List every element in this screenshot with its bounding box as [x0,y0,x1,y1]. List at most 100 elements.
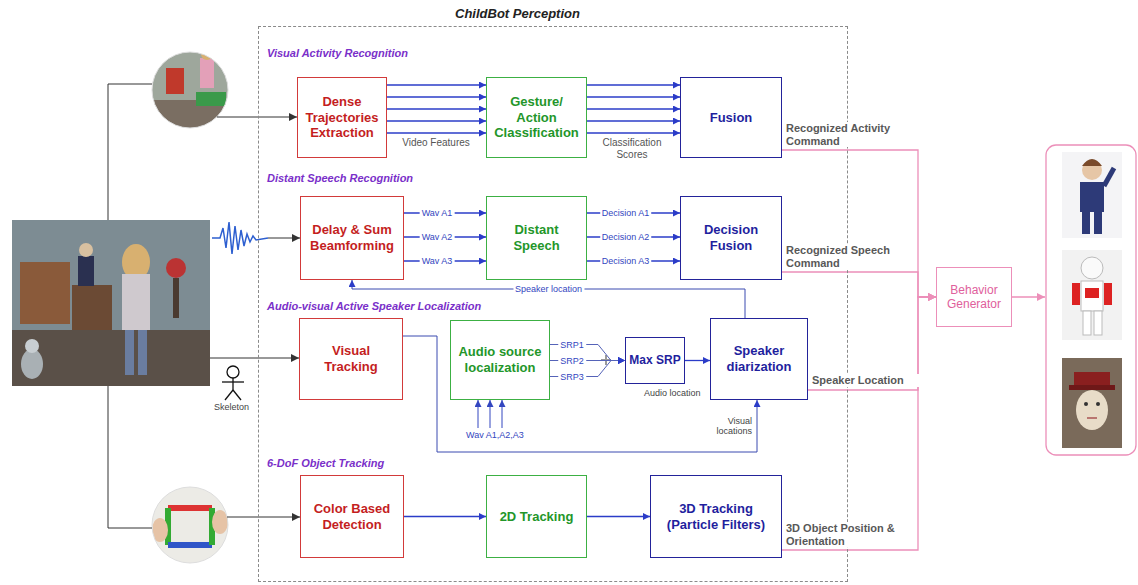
scene-photo [138,330,147,375]
scene-photo [79,243,93,257]
scene-photo [12,220,210,386]
robot-picture [1104,283,1112,305]
microphone-inputs [490,400,491,428]
activity-photo [150,48,230,130]
robot-picture [1082,212,1090,234]
connector-label: Speaker Location [812,374,937,387]
box-label: Max SRP [629,353,680,367]
robot-picture [1062,152,1122,238]
process-box: Visual Tracking [299,318,403,400]
connector-label: Recognized Activity Command [786,122,911,147]
robot-picture [1074,372,1110,387]
connector-label: SRP3 [558,371,586,382]
robot-picture [1094,311,1102,335]
connector-label: 3D Object Position & Orientation [786,522,911,547]
robot-picture [1062,358,1122,448]
section-heading: Audio-visual Active Speaker Localization [267,300,481,313]
connector-label: Wav A3 [420,256,455,267]
process-box: Max SRP [625,337,685,384]
microphone-inputs [478,400,479,428]
scene-photo [122,274,150,330]
connector-arrow [782,150,936,297]
connector-arrow [587,120,680,121]
object-photo [150,485,230,565]
connector-label: Decision A2 [600,232,652,243]
connector-arrow [587,108,680,109]
connector-arrow [352,280,745,318]
connector-arrow [387,84,486,85]
annotation: Classification Scores [593,137,671,160]
connector-label: SRP1 [558,339,586,350]
robot-picture [1104,168,1114,186]
robot-picture [1076,390,1108,430]
photo-border [152,487,228,563]
connector-arrow [387,120,486,121]
robot-picture [1094,212,1102,234]
box-label: Gesture/ Action Classification [491,94,582,141]
connector-label: Decision A1 [600,208,652,219]
robot-picture [1080,182,1104,212]
box-label: Delay & Sum Beamforming [305,222,399,253]
scene-photo [12,220,210,386]
box-label: Color Based Detection [305,501,399,532]
connector-arrow [587,96,680,97]
annotation: Audio location [644,388,701,398]
connector-arrow [387,132,486,133]
input-lines [268,238,300,239]
process-box: 2D Tracking [486,475,587,558]
robot-picture [1072,283,1080,305]
skeleton-icon [233,390,241,400]
scene-photo [20,262,70,324]
input-lines [210,358,299,359]
box-label: Dense Trajectories Extraction [302,94,382,141]
annotation: Wav A1,A2,A3 [466,430,524,440]
scene-photo [72,285,112,330]
photo-border [152,52,228,128]
process-box: Audio source localization [450,320,550,400]
process-box: Distant Speech [486,196,587,280]
scene-photo [173,278,179,318]
connector-arrow [387,108,486,109]
section-heading: 6-DoF Object Tracking [267,457,384,470]
section-heading: Visual Activity Recognition [267,47,408,60]
connector-arrow [387,96,486,97]
box-label: Behavior Generator [941,283,1007,312]
activity-photo [166,68,184,94]
activity-photo [196,92,226,106]
scene-photo [12,330,210,386]
robot-picture [1062,250,1122,340]
robot-picture [1069,385,1115,390]
activity-photo [150,50,230,130]
process-box: Gesture/ Action Classification [486,77,587,158]
process-box: 3D Tracking (Particle Filters) [650,475,782,558]
process-box: Dense Trajectories Extraction [297,77,387,158]
microphone-inputs [502,400,503,428]
input-lines [108,84,152,220]
process-box: Decision Fusion [680,196,782,280]
scene-photo [21,349,43,379]
connector-arrow [808,297,936,390]
robot-picture [1082,159,1102,166]
input-lines [108,386,152,528]
connector-label: Recognized Speech Command [786,244,911,269]
scene-photo [125,330,134,375]
input-lines [217,117,297,118]
box-label: 3D Tracking (Particle Filters) [655,501,777,532]
object-photo [168,505,212,511]
process-box: Delay & Sum Beamforming [300,196,404,280]
activity-photo [200,58,214,88]
section-heading: Distant Speech Recognition [267,172,413,185]
robot-picture [1062,250,1122,340]
object-photo [168,542,212,548]
robot-picture [1087,417,1097,419]
input-lines [227,517,300,518]
box-label: Visual Tracking [304,343,398,374]
connector-arrow [685,360,710,361]
skeleton-icon [222,381,244,382]
annotation: Skeleton [214,402,249,412]
robot-panel [1046,145,1136,455]
audio-waveform [212,222,268,254]
connector-arrow [587,516,650,517]
skeleton-icon [232,378,233,390]
